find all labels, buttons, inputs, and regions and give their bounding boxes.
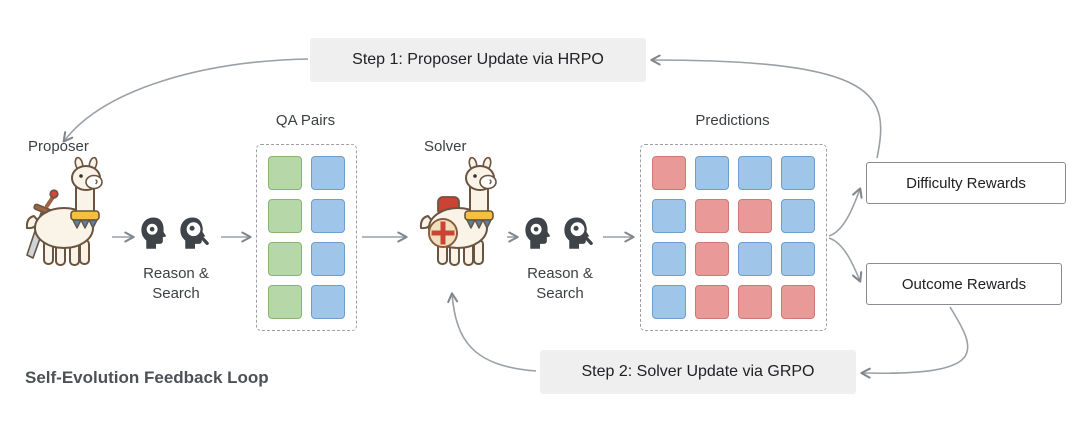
predictions-label: Predictions <box>695 112 770 129</box>
red-cell <box>695 199 729 233</box>
step1-banner: Step 1: Proposer Update via HRPO <box>310 38 646 82</box>
reason-icon <box>525 217 551 249</box>
green-cell <box>268 156 302 190</box>
red-cell <box>652 156 686 190</box>
arrow-predictions-to-difficulty <box>828 187 863 237</box>
search-icon <box>564 217 593 249</box>
blue-cell <box>738 242 772 276</box>
difficulty-rewards-label: Difficulty Rewards <box>906 174 1026 192</box>
blue-cell <box>311 199 345 233</box>
arrow-step1-to-proposer <box>62 58 309 143</box>
red-cell <box>695 242 729 276</box>
red-cell <box>695 285 729 319</box>
reason-search-icons-left <box>141 217 209 249</box>
step1-label: Step 1: Proposer Update via HRPO <box>352 51 604 68</box>
blue-cell <box>652 199 686 233</box>
proposer-llama-icon <box>25 156 103 266</box>
reason-search-label-left: Reason & Search <box>143 265 209 303</box>
step2-banner: Step 2: Solver Update via GRPO <box>540 350 856 394</box>
llama-collar <box>70 210 100 221</box>
step2-label: Step 2: Solver Update via GRPO <box>581 363 815 380</box>
red-cell <box>781 285 815 319</box>
arrow-step2-to-solver <box>447 292 537 372</box>
solver-label: Solver <box>424 138 467 155</box>
blue-cell <box>781 242 815 276</box>
outcome-rewards-box: Outcome Rewards <box>866 263 1062 305</box>
qa-pairs-grid <box>256 144 357 331</box>
difficulty-rewards-box: Difficulty Rewards <box>866 162 1066 204</box>
arrow-predictions-to-outcome <box>828 237 863 283</box>
green-cell <box>268 242 302 276</box>
proposer-label: Proposer <box>28 138 89 155</box>
arrow-rewards-to-step1 <box>650 54 882 159</box>
qa-pairs-label: QA Pairs <box>275 112 336 129</box>
green-cell <box>268 285 302 319</box>
blue-cell <box>652 285 686 319</box>
blue-cell <box>652 242 686 276</box>
search-icon <box>180 217 209 249</box>
blue-cell <box>695 156 729 190</box>
llama-muzzle <box>479 174 497 190</box>
blue-cell <box>738 156 772 190</box>
arrow-rewards-to-step2 <box>860 306 969 379</box>
predictions-grid <box>640 144 827 331</box>
red-cell <box>738 285 772 319</box>
llama-muzzle <box>85 174 103 190</box>
reason-search-icons-right <box>525 217 593 249</box>
blue-cell <box>311 242 345 276</box>
reason-icon <box>141 217 167 249</box>
blue-cell <box>781 156 815 190</box>
figure-title: Self-Evolution Feedback Loop <box>25 368 269 387</box>
llama-collar <box>464 210 494 221</box>
solver-llama-icon <box>419 156 497 266</box>
outcome-rewards-label: Outcome Rewards <box>901 275 1027 293</box>
green-cell <box>268 199 302 233</box>
blue-cell <box>781 199 815 233</box>
blue-cell <box>311 285 345 319</box>
blue-cell <box>311 156 345 190</box>
reason-search-label-right: Reason & Search <box>527 265 593 303</box>
red-cell <box>738 199 772 233</box>
shield-icon <box>428 218 458 248</box>
